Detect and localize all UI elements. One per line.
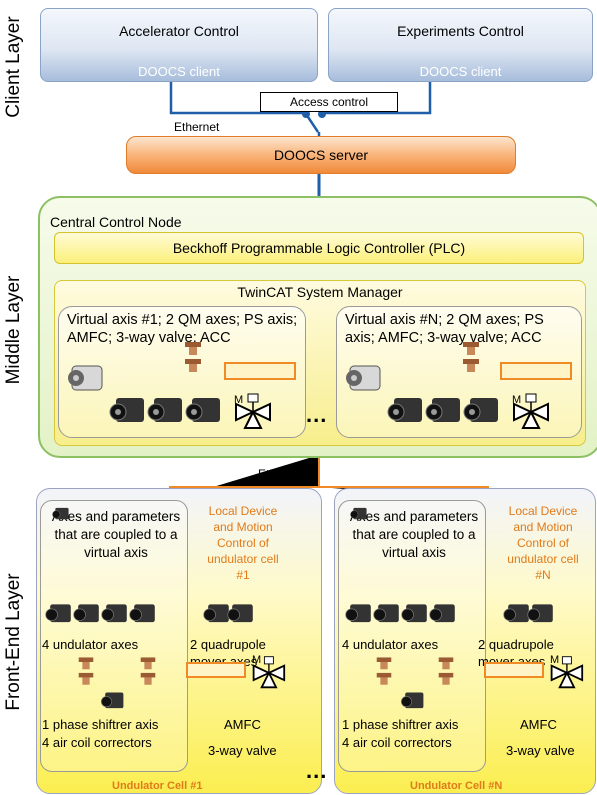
servo-motor-icon	[101, 604, 127, 623]
amfc-label-n: AMFC	[520, 717, 557, 732]
servo-motor-icon	[345, 604, 371, 623]
amfc-icon	[500, 362, 572, 380]
virtual-axis-n-text: Virtual axis #N; 2 QM axes; PS axis; AMF…	[345, 312, 544, 346]
three-way-valve-icon	[252, 656, 286, 689]
central-control-node-title: Central Control Node	[50, 214, 182, 230]
amfc-icon	[186, 662, 246, 678]
coupled-axes-text-n: Axes and parameters that are coupled to …	[349, 509, 479, 560]
coil-icon	[78, 657, 94, 685]
servo-motor-icon	[52, 507, 69, 520]
servo-motor-icon	[401, 604, 427, 623]
servo-motor-icon	[350, 507, 367, 520]
servo-motor-icon	[68, 365, 103, 391]
accelerator-control-title: Accelerator Control	[119, 23, 239, 39]
servo-motor-icon	[527, 604, 553, 623]
servo-motor-icon	[400, 692, 424, 709]
cell-label-n: Undulator Cell #N	[410, 780, 503, 792]
servo-motor-icon	[45, 604, 71, 623]
doocs-client-label-1: DOOCS client	[138, 64, 220, 79]
experiments-control-box: Experiments Control DOOCS client	[328, 8, 593, 82]
amfc-icon	[224, 362, 296, 380]
phase-label-1: 1 phase shiftrer axis	[42, 717, 159, 732]
servo-motor-icon	[463, 398, 498, 422]
doocs-server: DOOCS server	[126, 136, 516, 174]
servo-motor-icon	[346, 365, 381, 391]
amfc-icon	[484, 662, 544, 678]
coupled-axes-box-n	[338, 500, 486, 772]
servo-motor-icon	[203, 604, 229, 623]
coil-icon	[463, 342, 479, 372]
servo-motor-icon	[100, 692, 124, 709]
local-control-text-n: Local Device and Motion Control of undul…	[507, 504, 579, 582]
coil-icon	[185, 342, 201, 372]
valve-m-label: M	[234, 394, 244, 406]
twincat-title: TwinCAT System Manager	[237, 284, 403, 300]
valve-m-label: M	[550, 654, 560, 666]
ethercat-label: EtherCAT	[258, 467, 310, 481]
servo-motor-icon	[373, 604, 399, 623]
coils-label-n: 4 air coil correctors	[342, 735, 452, 750]
coil-icon	[376, 657, 392, 685]
coil-icon	[140, 657, 156, 685]
servo-motor-icon	[73, 604, 99, 623]
ethernet-label: Ethernet	[174, 120, 220, 134]
servo-motor-icon	[387, 398, 422, 422]
coil-icon	[438, 657, 454, 685]
valve-label-n: 3-way valve	[506, 743, 575, 758]
servo-motor-icon	[429, 604, 455, 623]
servo-motor-icon	[147, 398, 182, 422]
servo-motor-icon	[227, 604, 253, 623]
valve-m-label: M	[252, 654, 262, 666]
plc-box: Beckhoff Programmable Logic Controller (…	[54, 232, 584, 264]
three-way-valve-icon	[550, 656, 584, 689]
valve-label-1: 3-way valve	[208, 743, 277, 758]
coupled-axes-text-1: Axes and parameters that are coupled to …	[51, 509, 181, 560]
accelerator-control-box: Accelerator Control DOOCS client	[40, 8, 318, 82]
servo-motor-icon	[129, 604, 155, 623]
servo-motor-icon	[503, 604, 529, 623]
local-control-text-1: Local Device and Motion Control of undul…	[207, 504, 279, 582]
undulator-axes-label-1: 4 undulator axes	[42, 637, 139, 652]
three-way-valve-icon	[235, 393, 271, 429]
access-control-box: Access control	[260, 92, 398, 112]
valve-m-label: M	[512, 394, 522, 406]
coupled-axes-box-1	[40, 500, 188, 772]
phase-label-n: 1 phase shiftrer axis	[342, 717, 459, 732]
middle-ellipsis: ...	[306, 402, 328, 427]
undulator-axes-label-n: 4 undulator axes	[342, 637, 439, 652]
frontend-ellipsis: ...	[306, 758, 328, 783]
undulator-cell-1	[36, 488, 322, 794]
servo-motor-icon	[109, 398, 144, 422]
servo-motor-icon	[185, 398, 220, 422]
experiments-control-title: Experiments Control	[397, 23, 524, 39]
servo-motor-icon	[425, 398, 460, 422]
doocs-client-label-2: DOOCS client	[419, 64, 502, 79]
three-way-valve-icon	[513, 393, 549, 429]
cell-label-1: Undulator Cell #1	[112, 780, 203, 792]
amfc-label-1: AMFC	[224, 717, 261, 732]
undulator-cell-n	[334, 488, 596, 794]
coils-label-1: 4 air coil correctors	[42, 735, 152, 750]
